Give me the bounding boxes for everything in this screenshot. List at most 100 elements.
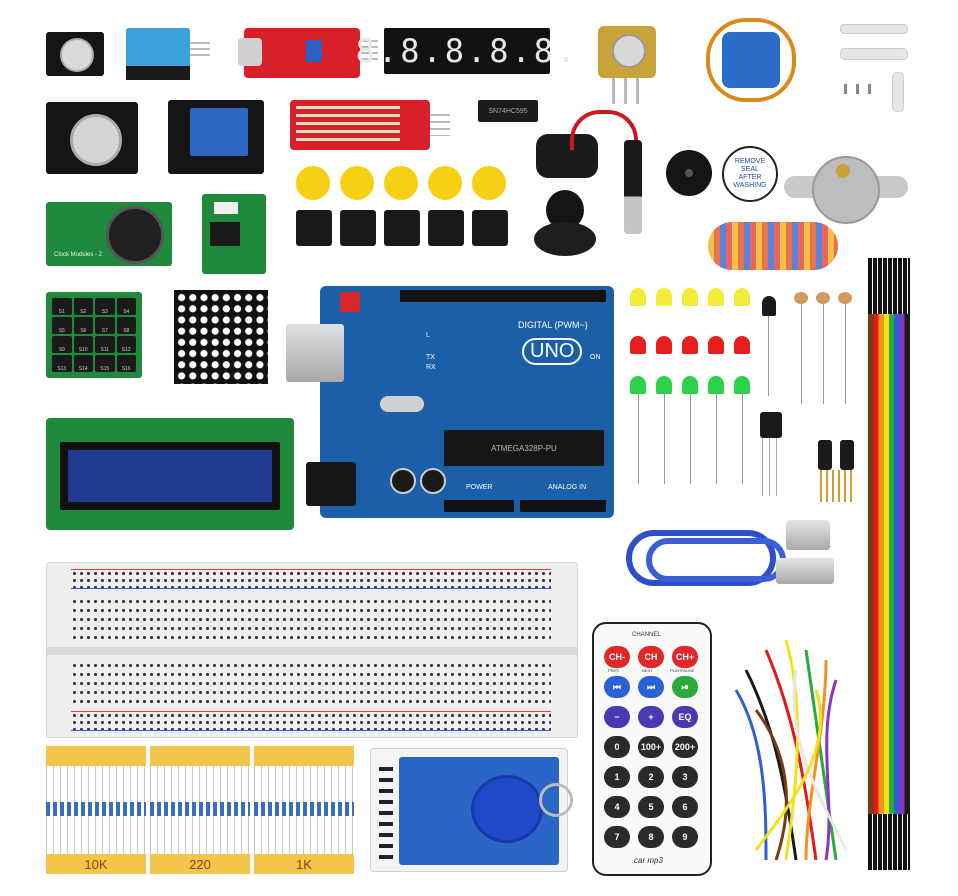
remote-vol-minus-button[interactable]: − (604, 706, 630, 728)
rotary-encoder-small (46, 32, 104, 76)
uno-logo: UNO (522, 338, 583, 365)
rtc-clock-module: Clock Modules - 2 (46, 202, 172, 266)
joystick-module (46, 102, 138, 174)
battery-clip-wire (570, 110, 638, 150)
keypad-key: S12 (116, 336, 136, 353)
keypad-key: S4 (116, 298, 136, 315)
ir-led (762, 296, 776, 316)
lcd-1602-module (46, 418, 294, 530)
shift-register-ic: SN74HC595 (478, 100, 538, 122)
potentiometer (306, 40, 322, 62)
remote-5-button[interactable]: 5 (638, 796, 664, 818)
usb-b-plug (786, 520, 830, 550)
remote-ch-plus-button[interactable]: CH+ (672, 646, 698, 668)
center-channel (47, 647, 577, 655)
terminal-strip-bottom (71, 661, 551, 705)
remote-4-button[interactable]: 4 (604, 796, 630, 818)
remote-ch-minus-button[interactable]: CH- (604, 646, 630, 668)
dc-barrel-plug (624, 140, 642, 234)
keypad-4x4: S1 S2 S3 S4 S5 S6 S7 S8 S9 S10 S11 S12 S… (46, 292, 142, 378)
button-caps (296, 166, 506, 202)
l-label: L (426, 332, 430, 339)
atmega-chip: ATMEGA328P-PU (444, 430, 604, 466)
power-rail-bottom (71, 711, 551, 731)
keypad-key: S15 (95, 355, 115, 372)
key-ring (539, 783, 573, 817)
ir-receiver (760, 412, 782, 438)
relay-module (168, 100, 264, 174)
keypad-key: S11 (95, 336, 115, 353)
remote-100-button[interactable]: 100+ (638, 736, 664, 758)
sound-sensor-pins (360, 40, 378, 64)
buzzer-sticker-text: REMOVE SEAL AFTER WASHING (733, 158, 767, 189)
stepper-motor (784, 156, 908, 226)
remote-next-label: NEXT (642, 668, 653, 673)
usb-a-plug (776, 558, 834, 584)
arduino-uno-board: DIGITAL (PWM~) UNO ON TX RX L ATMEGA328P… (286, 286, 614, 518)
water-level-sensor (290, 100, 430, 150)
jumper-wires-bundle (726, 630, 856, 870)
chip-label: ATMEGA328P-PU (491, 443, 557, 453)
resistor-label-220: 220 (150, 854, 250, 874)
usb-b-port (286, 324, 344, 382)
remote-next-icon[interactable]: ⏭ (638, 676, 664, 698)
remote-eq-button[interactable]: EQ (672, 706, 698, 728)
remote-prev-icon[interactable]: ⏮ (604, 676, 630, 698)
analog-header (520, 500, 606, 512)
remote-2-button[interactable]: 2 (638, 766, 664, 788)
dht11-pins (190, 42, 210, 60)
capacitor-1 (390, 468, 416, 494)
resistor-label-1k: 1K (254, 854, 354, 874)
keypad-key: S1 (52, 298, 72, 315)
microphone (238, 38, 262, 66)
tactile-buttons (296, 210, 508, 250)
keypad-key: S6 (73, 317, 93, 334)
keypad-key: S10 (73, 336, 93, 353)
resistor-pack-1k: 1K (254, 746, 354, 874)
remote-1-button[interactable]: 1 (604, 766, 630, 788)
analog-label: ANALOG IN (548, 484, 587, 491)
tx-label: TX (426, 354, 435, 361)
tilt-switch-1 (818, 440, 832, 470)
remote-7-button[interactable]: 7 (604, 826, 630, 848)
remote-vol-plus-button[interactable]: + (638, 706, 664, 728)
ic-label: SN74HC595 (488, 107, 528, 115)
remote-6-button[interactable]: 6 (672, 796, 698, 818)
remote-play-pause-icon[interactable]: ⏯ (672, 676, 698, 698)
remote-200-button[interactable]: 200+ (672, 736, 698, 758)
servo-motor (706, 18, 796, 102)
rfid-pins (379, 767, 393, 859)
keypad-key: S16 (116, 355, 136, 372)
rfid-reader-module (370, 748, 573, 872)
potentiometer-large (598, 26, 656, 78)
remote-ch-button[interactable]: CH (638, 646, 664, 668)
capacitor-2 (420, 468, 446, 494)
potentiometer-legs (612, 78, 642, 104)
power-rail-top (71, 569, 551, 589)
ir-receiver-legs (762, 438, 780, 496)
remote-0-button[interactable]: 0 (604, 736, 630, 758)
sound-sensor-module (238, 28, 360, 78)
seven-segment-display: 8.8.8.8.8. (356, 28, 575, 74)
keypad-key: S3 (95, 298, 115, 315)
reset-button (340, 292, 360, 312)
remote-8-button[interactable]: 8 (638, 826, 664, 848)
servo-horns (838, 20, 908, 112)
resistor-pack-10k: 10K (46, 746, 146, 874)
power-header (444, 500, 514, 512)
stepper-driver-board (202, 194, 266, 274)
resistor-label-10k: 10K (46, 854, 146, 874)
water-sensor-pins (430, 114, 450, 136)
relay (190, 108, 248, 156)
lcd-screen (68, 450, 272, 502)
led-array (628, 288, 758, 488)
remote-9-button[interactable]: 9 (672, 826, 698, 848)
digital-label: DIGITAL (PWM~) (518, 320, 588, 330)
keypad-key: S5 (52, 317, 72, 334)
photoresistors (794, 292, 852, 404)
resistor-pack-220: 220 (150, 746, 250, 874)
joystick-cap (534, 190, 596, 256)
remote-3-button[interactable]: 3 (672, 766, 698, 788)
ir-led-legs (768, 316, 769, 396)
remote-play-label: PLAY/PAUSE (670, 668, 695, 673)
